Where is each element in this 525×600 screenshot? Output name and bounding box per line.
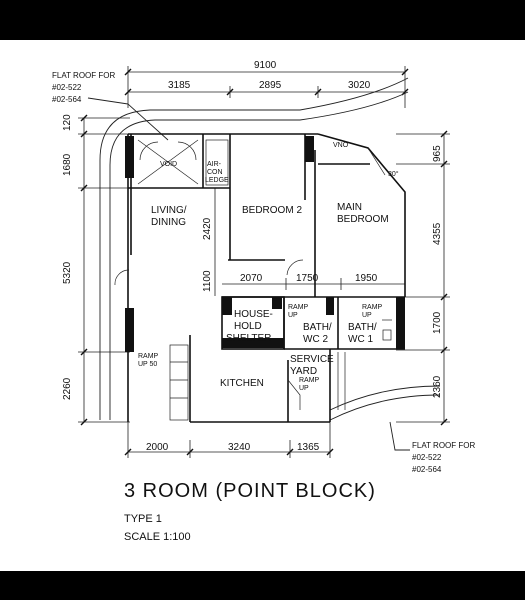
ramp-service-1: RAMP (299, 377, 320, 384)
dim-bottom-2: 3240 (228, 442, 251, 453)
roof-outline (87, 77, 441, 451)
dim-right-1: 965 (432, 145, 443, 162)
roof-note-tl-2: #02-522 (52, 83, 82, 92)
title-block: 3 ROOM (POINT BLOCK) TYPE 1 SCALE 1:100 (124, 480, 376, 543)
room-kitchen: KITCHEN (220, 378, 264, 389)
room-bath1-1: BATH/ (348, 322, 377, 333)
dim-inner-2420: 2420 (202, 217, 213, 240)
room-aircon-1: AIR- (207, 161, 222, 168)
drawing-type: TYPE 1 (124, 513, 162, 525)
room-service-1: SERVICE (290, 354, 334, 365)
ramp-living-1: RAMP (138, 353, 159, 360)
dim-inner-1750: 1750 (296, 273, 319, 284)
label-vno: VNO (333, 142, 349, 149)
dim-top-2: 2895 (259, 80, 282, 91)
room-bath2-1: BATH/ (303, 322, 332, 333)
room-shelter-1: HOUSE- (234, 309, 273, 320)
dim-overall-width: 9100 (254, 60, 277, 71)
room-aircon-3: LEDGE (205, 177, 229, 184)
ramp-bath2-1: RAMP (288, 304, 309, 311)
floor-plan: 9100 3185 2895 3020 120 1680 5320 2260 9… (52, 60, 475, 474)
dim-right-4: 2360 (432, 375, 443, 398)
ramp-bath2-2: UP (288, 312, 298, 319)
room-bedroom-2: BEDROOM 2 (242, 205, 302, 216)
room-shelter-2: HOLD (234, 321, 262, 332)
room-main-1: MAIN (337, 202, 362, 213)
room-living-2: DINING (151, 217, 186, 228)
room-living-1: LIVING/ (151, 205, 187, 216)
room-bath1-2: WC 1 (348, 334, 373, 345)
dim-left-4: 2260 (62, 377, 73, 400)
dim-left-3: 5320 (62, 261, 73, 284)
angle-label: 30° (388, 170, 399, 178)
ramp-bath1-2: UP (362, 312, 372, 319)
ramp-service-2: UP (299, 385, 309, 392)
dim-bottom-1: 2000 (146, 442, 169, 453)
roof-note-br-1: FLAT ROOF FOR (412, 441, 475, 450)
roof-note-br-2: #02-522 (412, 453, 442, 462)
room-service-2: YARD (290, 366, 317, 377)
room-shelter-3: SHELTER (226, 333, 271, 344)
wall-columns (125, 136, 405, 352)
drawing-title: 3 ROOM (POINT BLOCK) (124, 480, 376, 502)
dim-inner-1950: 1950 (355, 273, 378, 284)
drawing-scale: SCALE 1:100 (124, 531, 191, 543)
ramp-living-2: UP 50 (138, 361, 157, 368)
ramp-bath1-1: RAMP (362, 304, 383, 311)
room-bath2-2: WC 2 (303, 334, 328, 345)
dim-inner-2070: 2070 (240, 273, 263, 284)
dim-inner-1100: 1100 (202, 270, 213, 292)
dim-left-2: 1680 (62, 153, 73, 176)
drawing-sheet: 9100 3185 2895 3020 120 1680 5320 2260 9… (0, 40, 525, 571)
roof-note-tl-1: FLAT ROOF FOR (52, 71, 115, 80)
dim-top-3: 3020 (348, 80, 371, 91)
dimension-ticks (80, 68, 448, 456)
dim-right-2: 4355 (432, 222, 443, 245)
dim-bottom-3: 1365 (297, 442, 320, 453)
room-aircon-2: CON (207, 169, 223, 176)
roof-note-tl-3: #02-564 (52, 95, 82, 104)
dim-right-3: 1700 (432, 311, 443, 334)
room-main-2: BEDROOM (337, 214, 389, 225)
dim-top-1: 3185 (168, 80, 191, 91)
dim-left-1: 120 (62, 114, 73, 131)
roof-note-br-3: #02-564 (412, 465, 442, 474)
room-void: VOID (160, 161, 177, 168)
void-details (114, 139, 392, 421)
